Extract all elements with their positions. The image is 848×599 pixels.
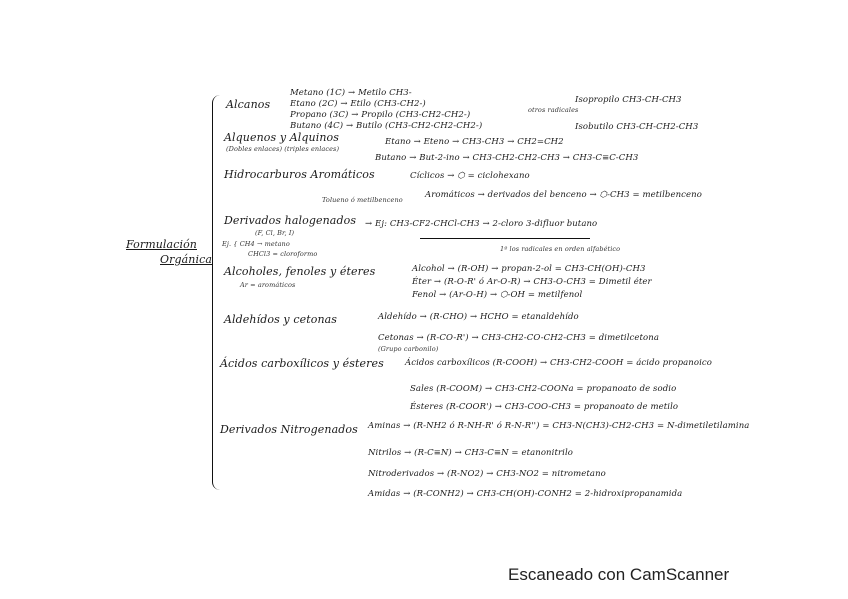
alcoholes-item: Éter → (R-O-R' ó Ar-O-R) → CH3-O-CH3 = D… bbox=[412, 277, 652, 287]
aldehidos-item: Cetonas → (R-CO-R') → CH3-CH2-CO-CH2-CH3… bbox=[378, 333, 659, 343]
nitrogenados-item: Aminas → (R-NH2 ó R-NH-R' ó R-N-R'') = C… bbox=[368, 421, 750, 431]
alcanos-item: Butano (4C) → Butilo (CH3-CH2-CH2-CH2-) bbox=[290, 121, 483, 131]
alcanos-item: Etano (2C) → Etilo (CH3-CH2-) bbox=[290, 99, 426, 109]
camscanner-watermark: Escaneado con CamScanner bbox=[508, 565, 730, 584]
aromaticos-note: Tolueno ó metilbenceno bbox=[322, 196, 403, 204]
halogenados-note: 1º los radicales en orden alfabético bbox=[500, 245, 621, 253]
halogenados-sub: (F, Cl, Br, I) bbox=[255, 229, 295, 237]
halogenados-ej: Ej. { CH4 → metano bbox=[222, 240, 290, 248]
alquenos-sub: (Dobles enlaces) (triples enlaces) bbox=[226, 145, 340, 153]
otros-radicales-label: otros radicales bbox=[528, 106, 579, 114]
main-brace bbox=[212, 95, 223, 490]
aldehidos-label: Aldehídos y cetonas bbox=[224, 313, 338, 326]
alcanos-item: Metano (1C) → Metilo CH3- bbox=[290, 88, 412, 98]
alcoholes-sub: Ar = aromáticos bbox=[240, 281, 296, 289]
alcoholes-label: Alcoholes, fenoles y éteres bbox=[224, 265, 376, 278]
otros-item: Isobutilo CH3-CH-CH2-CH3 bbox=[575, 122, 699, 132]
alcanos-item: Propano (3C) → Propilo (CH3-CH2-CH2-) bbox=[290, 110, 471, 120]
nitrogenados-item: Amidas → (R-CONH2) → CH3-CH(OH)-CONH2 = … bbox=[368, 489, 683, 499]
halogenados-item: → Ej: CH3-CF2-CHCl-CH3 → 2-cloro 3-diflu… bbox=[365, 219, 598, 229]
alcanos-label: Alcanos bbox=[226, 98, 271, 111]
alcoholes-item: Fenol → (Ar-O-H) → ⬡-OH = metilfenol bbox=[412, 290, 583, 300]
halogenados-label: Derivados halogenados bbox=[224, 214, 357, 227]
otros-item: Isopropilo CH3-CH-CH3 bbox=[575, 95, 682, 105]
aromaticos-label: Hidrocarburos Aromáticos bbox=[224, 168, 375, 181]
divider bbox=[420, 238, 590, 239]
acidos-item: Sales (R-COOM) → CH3-CH2-COONa = propano… bbox=[410, 384, 677, 394]
title-line-1: Formulación bbox=[126, 238, 197, 251]
aromaticos-item: Aromáticos → derivados del benceno → ⬡-C… bbox=[425, 190, 702, 200]
aldehidos-item: Aldehído → (R-CHO) → HCHO = etanaldehído bbox=[378, 312, 579, 322]
aldehidos-sub: (Grupo carbonilo) bbox=[378, 345, 439, 353]
acidos-item: Ésteres (R-COOR') → CH3-COO-CH3 = propan… bbox=[410, 402, 679, 412]
halogenados-ej: CHCl3 = cloroformo bbox=[248, 250, 318, 258]
alquenos-label: Alquenos y Alquinos bbox=[224, 131, 340, 144]
alquenos-item: Butano → But-2-ino → CH3-CH2-CH2-CH3 → C… bbox=[375, 153, 639, 163]
acidos-label: Ácidos carboxílicos y ésteres bbox=[220, 357, 384, 370]
nitrogenados-item: Nitroderivados → (R-NO2) → CH3-NO2 = nit… bbox=[368, 469, 606, 479]
alquenos-item: Etano → Eteno → CH3-CH3 → CH2=CH2 bbox=[385, 137, 564, 147]
alcoholes-item: Alcohol → (R-OH) → propan-2-ol = CH3-CH(… bbox=[412, 264, 646, 274]
acidos-item: Ácidos carboxílicos (R-COOH) → CH3-CH2-C… bbox=[405, 358, 712, 368]
title-line-2: Orgánica bbox=[160, 253, 212, 266]
aromaticos-item: Cíclicos → ⬡ = ciclohexano bbox=[410, 171, 530, 181]
nitrogenados-label: Derivados Nitrogenados bbox=[220, 423, 358, 436]
nitrogenados-item: Nitrilos → (R-C≡N) → CH3-C≡N = etanonitr… bbox=[368, 448, 573, 458]
